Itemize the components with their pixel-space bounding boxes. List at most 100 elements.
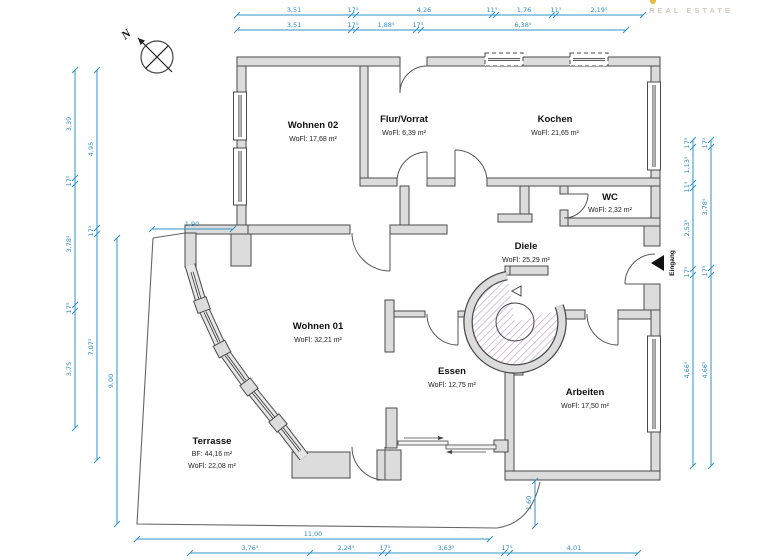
window xyxy=(233,91,247,141)
svg-text:11⁵: 11⁵ xyxy=(551,6,562,14)
room-area-essen: WoFl: 12,75 m² xyxy=(428,382,476,389)
watermark-text: REAL ESTATE xyxy=(649,6,733,15)
svg-text:11,00: 11,00 xyxy=(304,530,323,538)
room-name-terrasse: Terrasse xyxy=(193,436,232,447)
room-name-kochen: Kochen xyxy=(538,114,573,125)
svg-text:6,38⁵: 6,38⁵ xyxy=(514,21,531,29)
svg-text:1,60: 1,60 xyxy=(525,496,533,510)
room-area-diele: WoFl: 25,29 m² xyxy=(502,257,550,264)
dim-col-left-outer: 3,39 17⁵ 3,78⁵ 17⁵ 3,75 xyxy=(65,66,79,432)
bay-window-wall xyxy=(184,263,309,461)
svg-text:17⁵: 17⁵ xyxy=(380,544,391,552)
door-terrace xyxy=(351,446,386,481)
room-name-flur: Flur/Vorrat xyxy=(380,114,429,125)
dim-col-left-inner: 4,95 17⁵ 7,07⁵ xyxy=(87,66,101,464)
room-area-flur: WoFl: 6,39 m² xyxy=(382,130,426,137)
entrance-label: Eingang xyxy=(669,250,676,276)
dim-terrace-width: 11,00 xyxy=(133,530,494,543)
svg-text:2,19⁵: 2,19⁵ xyxy=(590,6,607,14)
room-area-wohnen01: WoFl: 32,21 m² xyxy=(294,337,342,344)
brand-logo-dot xyxy=(650,0,656,4)
svg-text:4,95: 4,95 xyxy=(87,142,95,156)
dim-col-right-outer: 17⁵ 3,78⁵ 17⁵ 4,66⁵ xyxy=(701,136,715,470)
svg-text:7,07⁵: 7,07⁵ xyxy=(87,338,95,355)
svg-text:3,78⁵: 3,78⁵ xyxy=(65,235,73,252)
svg-text:17⁵: 17⁵ xyxy=(348,6,359,14)
entrance-marker: Eingang xyxy=(651,250,676,276)
dim-row-top-1: 3,51 17⁵ 4,26 11⁵ 1,76 11⁵ 2,19⁵ xyxy=(233,6,647,19)
room-area-kochen: WoFl: 21,65 m² xyxy=(531,130,579,137)
svg-text:11⁵: 11⁵ xyxy=(487,6,498,14)
window xyxy=(647,335,661,433)
svg-text:17⁵: 17⁵ xyxy=(701,137,709,148)
svg-text:3,75: 3,75 xyxy=(65,362,73,376)
svg-text:4,01: 4,01 xyxy=(567,544,581,552)
svg-text:3,76⁵: 3,76⁵ xyxy=(241,544,258,552)
doors xyxy=(351,65,656,481)
svg-text:2,53⁵: 2,53⁵ xyxy=(683,219,691,236)
door-kochen xyxy=(454,149,488,183)
skylight-window xyxy=(569,52,609,67)
stair-direction-arrow-icon xyxy=(510,285,522,297)
svg-text:17⁵: 17⁵ xyxy=(683,137,691,148)
door-top-flur xyxy=(399,65,428,94)
svg-text:17⁵: 17⁵ xyxy=(65,302,73,313)
svg-text:2,24⁵: 2,24⁵ xyxy=(337,544,354,552)
svg-text:9,00: 9,00 xyxy=(107,374,115,388)
svg-text:1,76: 1,76 xyxy=(517,6,531,14)
svg-text:17⁵: 17⁵ xyxy=(348,21,359,29)
svg-text:3,51: 3,51 xyxy=(287,6,301,14)
svg-text:1,90: 1,90 xyxy=(185,220,199,228)
entrance-arrow-icon xyxy=(651,255,664,271)
svg-text:3,39: 3,39 xyxy=(65,117,73,131)
north-compass-icon: N xyxy=(117,25,174,74)
svg-text:1,13⁵: 1,13⁵ xyxy=(683,156,691,173)
svg-text:3,51: 3,51 xyxy=(287,21,301,29)
svg-text:11⁵: 11⁵ xyxy=(683,181,691,192)
door-essen xyxy=(426,313,459,346)
svg-text:17⁵: 17⁵ xyxy=(701,265,709,276)
spiral-staircase xyxy=(463,265,567,374)
dim-arbeiten-door: 1,60 xyxy=(525,477,539,530)
windows xyxy=(233,52,661,433)
door-arbeiten xyxy=(586,313,619,346)
room-area-arbeiten: WoFl: 17,50 m² xyxy=(561,403,609,410)
door-flur-diele xyxy=(396,151,428,183)
room-area-wohnen02: WoFl: 17,68 m² xyxy=(289,136,337,143)
room-name-wc: WC xyxy=(602,192,618,203)
svg-text:3,63⁵: 3,63⁵ xyxy=(437,544,454,552)
door-wc xyxy=(563,193,589,219)
sliding-door xyxy=(397,436,497,454)
door-entrance xyxy=(624,253,656,285)
svg-text:17⁵: 17⁵ xyxy=(413,21,424,29)
room-area-wc: WoFl: 2,32 m² xyxy=(588,207,632,214)
room-area-terrasse-wofl: WoFl: 22,08 m² xyxy=(188,463,236,470)
dim-terrace-top: 1,90 xyxy=(148,220,237,233)
door-wohnen01 xyxy=(351,232,391,272)
svg-text:4,26: 4,26 xyxy=(417,6,431,14)
dim-col-right-inner: 17⁵ 1,13⁵ 11⁵ 2,53⁵ 17⁵ 4,66⁵ xyxy=(683,136,697,470)
svg-text:4,66⁵: 4,66⁵ xyxy=(701,361,709,378)
north-label: N xyxy=(117,25,134,43)
svg-text:3,78⁵: 3,78⁵ xyxy=(701,198,709,215)
dim-row-top-2: 3,51 17⁵ 1,88⁵ 17⁵ 6,38⁵ xyxy=(233,21,630,34)
svg-text:17⁵: 17⁵ xyxy=(65,175,73,186)
room-name-wohnen02: Wohnen 02 xyxy=(288,120,339,131)
room-name-wohnen01: Wohnen 01 xyxy=(293,321,344,332)
skylight-window xyxy=(484,52,524,67)
dim-terrace-height: 9,00 xyxy=(107,234,121,528)
room-labels: Wohnen 02 WoFl: 17,68 m² Flur/Vorrat WoF… xyxy=(188,114,632,470)
svg-text:17⁵: 17⁵ xyxy=(683,266,691,277)
room-name-diele: Diele xyxy=(515,241,538,252)
room-name-essen: Essen xyxy=(438,366,466,377)
room-name-arbeiten: Arbeiten xyxy=(566,387,605,398)
window xyxy=(647,81,661,171)
window xyxy=(233,147,247,206)
svg-text:17⁵: 17⁵ xyxy=(87,225,95,236)
room-area-terrasse-bf: BF: 44,16 m² xyxy=(192,451,233,458)
dim-row-bottom: 3,76⁵ 2,24⁵ 17⁵ 3,63⁵ 17⁵ 4,01 xyxy=(186,544,642,557)
svg-text:4,66⁵: 4,66⁵ xyxy=(683,361,691,378)
svg-text:1,88⁵: 1,88⁵ xyxy=(377,21,394,29)
